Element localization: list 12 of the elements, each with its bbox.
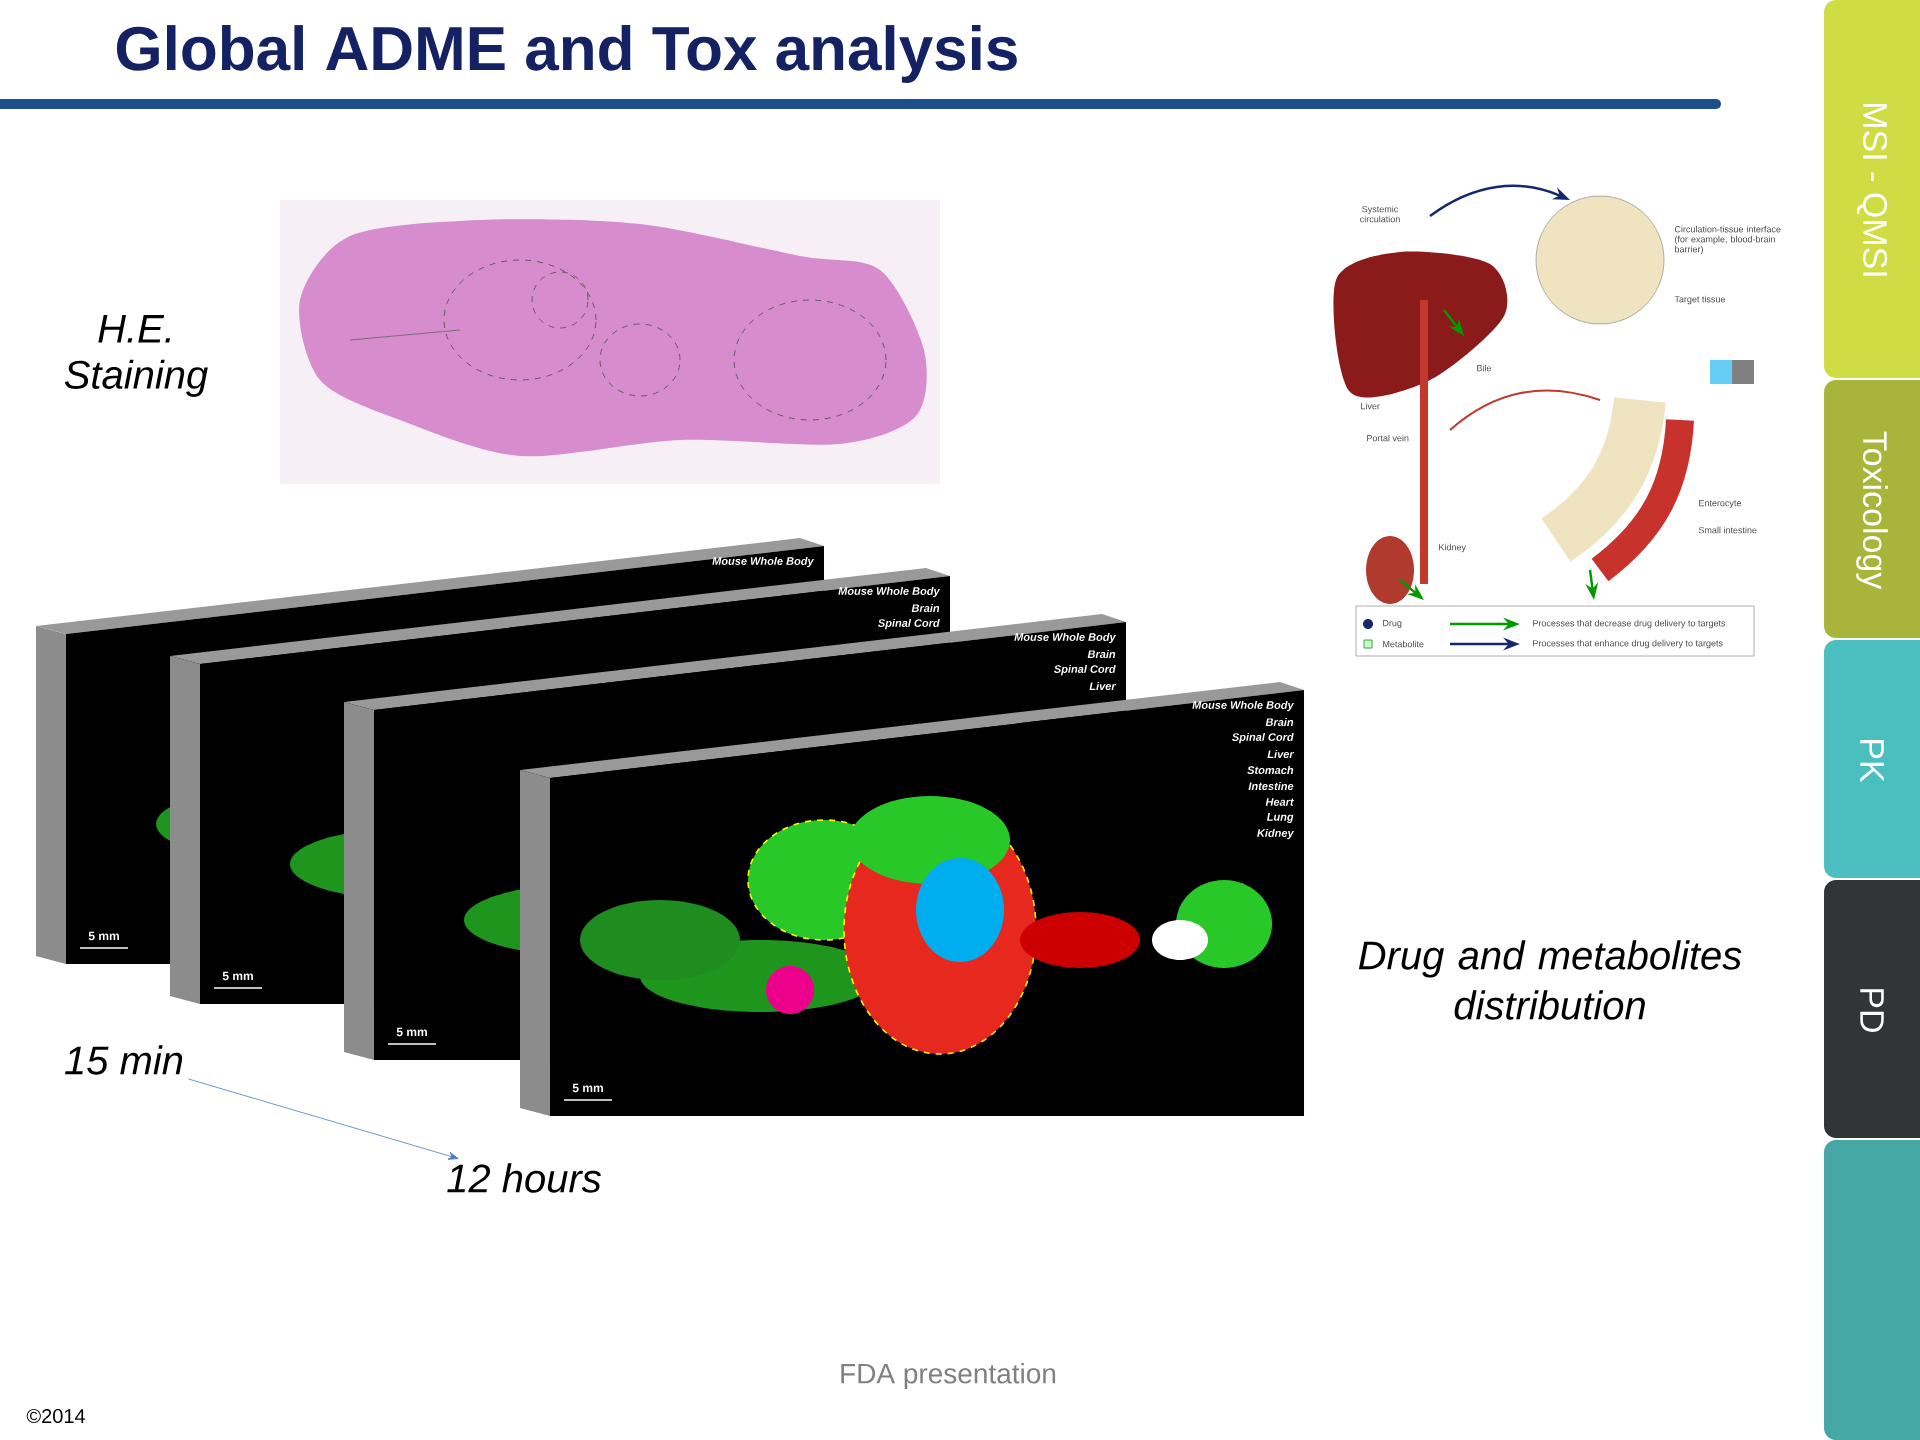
time-label: 12 hours — [447, 1163, 601, 1193]
time-label: 15 min — [65, 1045, 183, 1075]
label: MSI - QMSI — [1856, 104, 1888, 276]
title: Global ADME and Tox analysis — [116, 25, 1017, 83]
label: H.E. Staining — [64, 315, 208, 397]
label: Toxicology — [1856, 431, 1888, 590]
label: ©2014 — [26, 1408, 86, 1424]
arrow — [188, 1078, 459, 1160]
label: Drug and metabolites distribution — [1358, 940, 1742, 1020]
label: PK — [1860, 740, 1884, 783]
label: PD — [1860, 989, 1884, 1032]
label: FDA presentation — [841, 1362, 1056, 1390]
